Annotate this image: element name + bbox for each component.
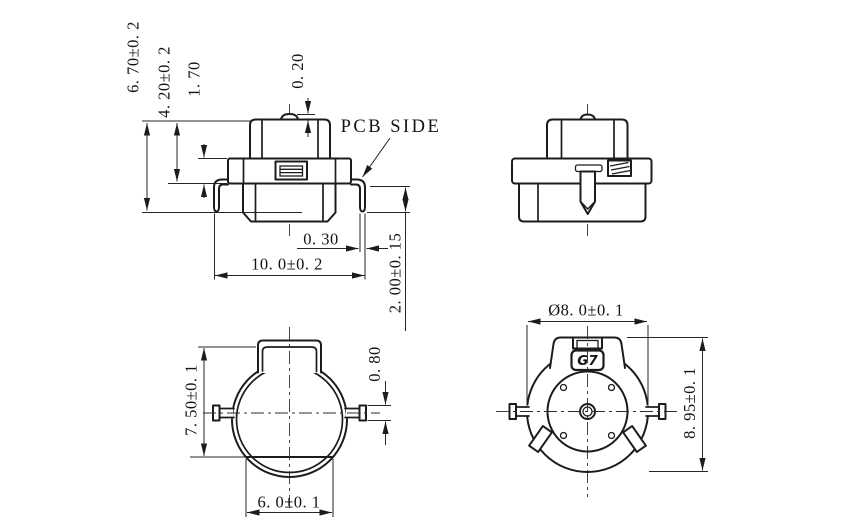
top-right-slot: [622, 425, 647, 453]
dim-top-overall-height: 8. 95±0. 1: [627, 337, 708, 472]
side-button-dome: [579, 113, 596, 121]
front-vent-slats: [280, 168, 303, 174]
dim-height-to-flange: 4. 20±0. 2: [155, 46, 227, 184]
bottom-view: 7. 50±0. 1 0. 80 6. 0±0. 1: [182, 327, 391, 517]
side-pin-tip-bevel: [581, 202, 595, 210]
dim-lead-span: 10. 0±0. 2: [214, 213, 365, 280]
dim-outer-diameter: Ø8. 0±0. 1: [526, 301, 649, 403]
top-left-slot: [528, 425, 553, 453]
dim-height-to-flange-text: 4. 20±0. 2: [155, 46, 174, 118]
bottom-key-outline: [257, 339, 322, 374]
dim-button-protrusion-text: 0. 20: [288, 53, 307, 89]
dim-lead-length-text: 2. 00±0. 15: [386, 233, 405, 314]
top-nub-inner: [576, 339, 599, 350]
dim-bottom-flat-width: 6. 0±0. 1: [245, 459, 334, 517]
dim-bottom-flat-width-text: 6. 0±0. 1: [257, 493, 320, 512]
dim-lead-span-text: 10. 0±0. 2: [251, 255, 323, 274]
side-center-pin: [579, 170, 596, 215]
dim-body-height: 7. 50±0. 1: [182, 346, 256, 458]
dim-button-protrusion: 0. 20: [288, 53, 315, 137]
dim-lead-thickness: 0. 30: [297, 213, 388, 280]
pcb-side-label: PCB SIDE: [341, 117, 442, 137]
dim-lead-length: 2. 00±0. 15: [367, 186, 410, 331]
dim-body-height-text: 7. 50±0. 1: [182, 364, 201, 436]
dim-side-tab-width-text: 0. 80: [365, 346, 384, 382]
front-view: 6. 70±0. 2 4. 20±0. 2 1. 70 0. 20 PCB SI…: [124, 21, 442, 331]
pcb-side-callout: PCB SIDE: [341, 117, 442, 178]
top-corner-holes: [559, 383, 616, 440]
dim-outer-diameter-text: Ø8. 0±0. 1: [548, 301, 623, 320]
front-flange-edge-lines: [242, 157, 337, 185]
front-body-edge-lines: [254, 182, 324, 221]
front-vent-inner: [279, 165, 304, 177]
front-cap-edge-lines: [261, 118, 319, 160]
dim-side-tab-width: 0. 80: [365, 346, 391, 445]
side-cap: [546, 118, 629, 160]
dim-top-overall-height-text: 8. 95±0. 1: [680, 367, 699, 439]
front-button-dome: [280, 113, 299, 121]
dim-flange-thickness: 1. 70: [185, 61, 227, 198]
front-right-lead: [350, 178, 366, 213]
side-latch-hatch: [609, 161, 631, 175]
side-view: [511, 104, 653, 236]
top-view: G7: [496, 301, 708, 497]
dim-lead-thickness-text: 0. 30: [303, 230, 339, 249]
dim-overall-height-text: 6. 70±0. 2: [124, 21, 143, 93]
front-body: [242, 182, 337, 223]
dim-overall-height: 6. 70±0. 2: [124, 21, 302, 213]
dim-flange-thickness-text: 1. 70: [185, 61, 204, 97]
front-left-lead: [213, 178, 229, 213]
side-cap-edge-lines: [560, 118, 615, 160]
